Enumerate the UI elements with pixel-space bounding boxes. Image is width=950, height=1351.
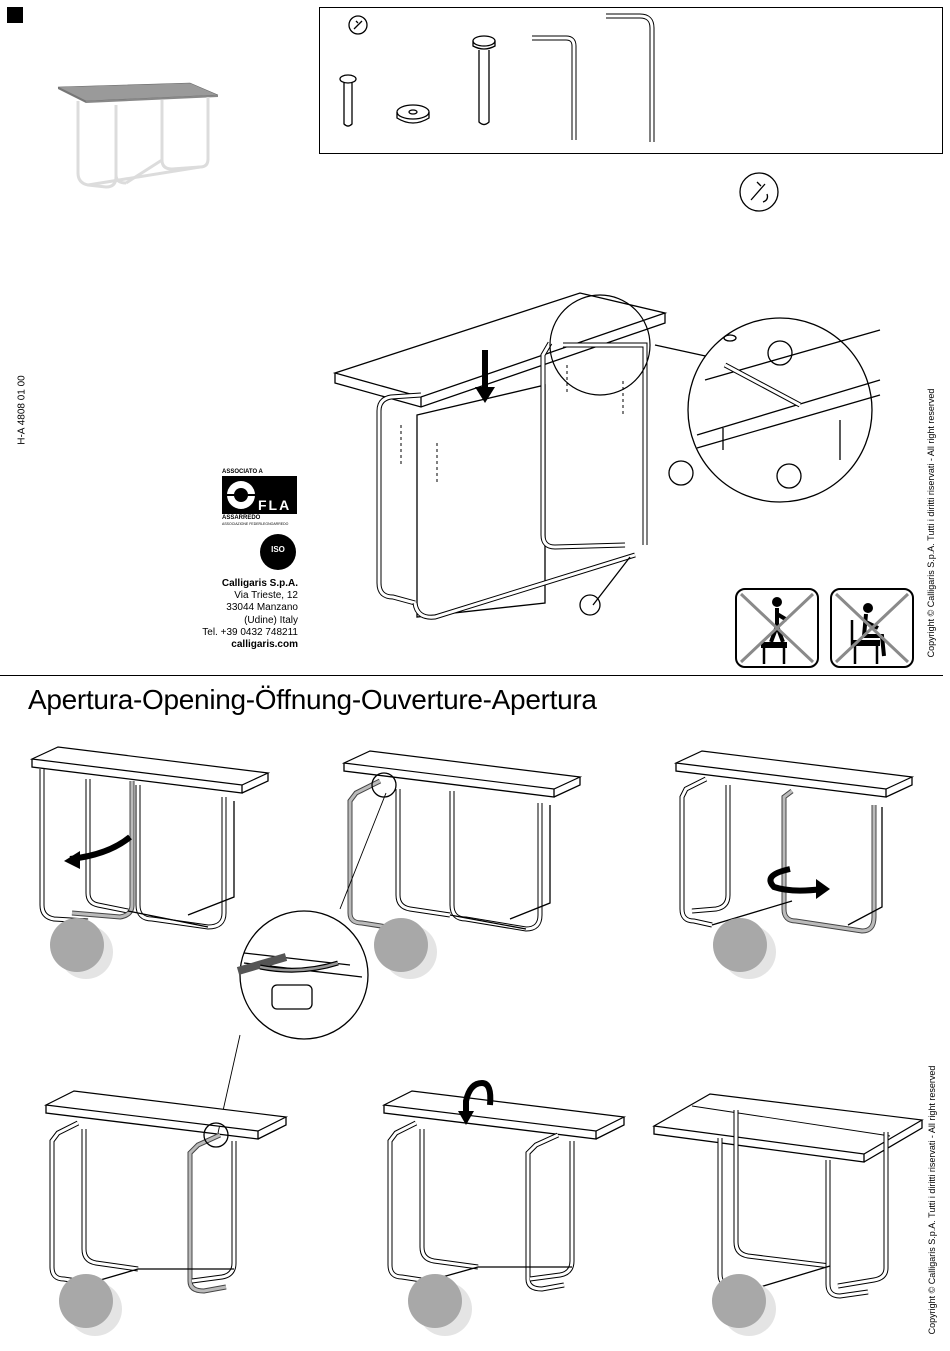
company-info: Calligaris S.p.A. Via Trieste, 12 33044 … [168,578,298,651]
short-allen-key-icon [532,35,577,140]
allen-key-icon [348,15,368,35]
iso-badge: ISO [260,534,296,570]
long-allen-key-icon [606,13,655,142]
step-1-diagram [29,746,271,930]
assarredo-subtitle: ASSOCIAZIONE FEDERLEGNOARREDO [222,522,289,526]
washer-icon [396,104,430,124]
parts-box [319,7,943,154]
step-4-diagram [43,1090,289,1294]
copyright-top: Copyright © Calligaris S.p.A. Tutti i di… [926,388,936,658]
step-2-diagram [341,750,583,932]
company-region: (Udine) Italy [244,614,298,626]
step-5-badge [408,1274,462,1328]
screw-icon [339,74,357,127]
document-code: H-A 4808 01 00 [16,375,28,445]
step-1-badge [50,918,104,972]
section-divider [0,675,943,676]
step-6-badge [712,1274,766,1328]
company-city: 33044 Manzano [226,602,298,614]
company-web: calligaris.com [231,639,298,651]
product-image [57,82,219,189]
step-3-badge [713,918,767,972]
step-6-diagram [652,1093,924,1299]
step-3-diagram [673,750,915,934]
section-title: Apertura-Opening-Öffnung-Ouverture-Apert… [28,684,597,715]
tool-icon [739,172,779,212]
assembly-diagram [332,292,881,620]
bolt-icon [472,35,496,126]
association-label: ASSOCIATO A [222,469,263,475]
step-4-badge [59,1274,113,1328]
company-phone: Tel. +39 0432 748211 [202,626,298,638]
fla-emblem-icon [227,481,255,509]
detail-magnifier [217,792,387,1134]
copyright-bottom: Copyright © Calligaris S.p.A. Tutti i di… [927,1065,937,1335]
step-2-badge [374,918,428,972]
no-standing-icon [735,588,819,668]
company-name: Calligaris S.p.A. [221,578,298,589]
assarredo-label: ASSARREDO [222,515,261,521]
company-street: Via Trieste, 12 [234,590,298,602]
step-5-diagram [381,1079,627,1292]
section-marker [7,7,23,23]
fla-logo-text: FLA [258,497,292,513]
no-sitting-icon [830,588,914,668]
